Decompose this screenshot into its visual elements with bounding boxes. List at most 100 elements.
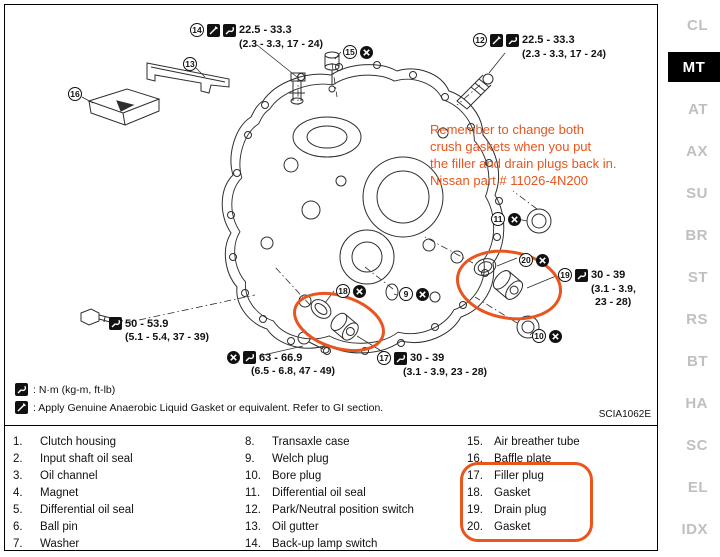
drain-plug-part (492, 270, 524, 300)
replace-mark-icon (536, 254, 549, 267)
handwritten-note: Remember to change both crush gaskets wh… (430, 121, 652, 189)
sidebar-item-ax[interactable]: AX (686, 142, 708, 160)
torque-icon (575, 269, 588, 282)
sidebar-item-st[interactable]: ST (687, 268, 708, 286)
baffle-plate-part (87, 88, 161, 126)
replace-mark-icon (353, 285, 366, 298)
callout-13: 13 (183, 57, 197, 71)
list-item: 19.Drain plug (467, 501, 580, 518)
callout-label-10: 10 (532, 329, 562, 343)
part-name: Park/Neutral position switch (272, 503, 414, 516)
part-number: 14. (245, 537, 261, 550)
part-number: 16. (467, 452, 483, 465)
liquid-gasket-icon (490, 34, 503, 47)
callout-label-11: 11 (491, 212, 521, 226)
liquid-gasket-icon (207, 24, 220, 37)
part-name: Magnet (40, 486, 79, 499)
part-name: Gasket (494, 486, 531, 499)
callout-label-9: 9 (399, 287, 429, 301)
sidebar-item-idx[interactable]: IDX (681, 521, 708, 539)
part-number: 15. (467, 435, 483, 448)
torque-subvalue: (2.3 - 3.3, 17 - 24) (239, 38, 324, 50)
note-line: crush gaskets when you put (430, 139, 592, 154)
part-name: Oil channel (40, 469, 98, 482)
list-item: 5.Differential oil seal (13, 501, 134, 518)
part-name: Air breather tube (494, 435, 580, 448)
part-name: Clutch housing (40, 435, 117, 448)
torque-icon (109, 317, 122, 330)
replace-mark-icon (549, 330, 562, 343)
list-item: 3.Oil channel (13, 467, 134, 484)
callout-18: 18 (336, 284, 350, 298)
part-number: 8. (245, 435, 255, 448)
part-number: 7. (13, 537, 23, 550)
sidebar-item-bt[interactable]: BT (687, 353, 708, 371)
sidebar-item-sc[interactable]: SC (686, 437, 708, 455)
list-item: 4. Magnet (13, 484, 134, 501)
part-number: 19. (467, 503, 483, 516)
part-name: Baffle plate (494, 452, 552, 465)
figure-code: SCIA1062E (598, 409, 651, 420)
callout-15: 15 (343, 45, 357, 59)
part-number: 4. (13, 486, 23, 499)
sidebar-item-cl[interactable]: CL (687, 16, 708, 34)
highlight-ellipse-drain-plug (455, 249, 563, 321)
sidebar-item-at[interactable]: AT (688, 100, 708, 118)
torque-subvalue: (3.1 - 3.9, 23 - 28) (403, 366, 488, 378)
sidebar-item-su[interactable]: SU (686, 184, 708, 202)
legend-text: : Apply Genuine Anaerobic Liquid Gasket … (33, 401, 384, 414)
list-item: 14.Back-up lamp switch (245, 535, 414, 552)
oil-gutter-part (146, 62, 230, 94)
parts-list-column-3: 15. Air breather tube 16. Baffle plate 17.… (467, 433, 580, 535)
torque-subvalue: (6.5 - 6.8, 47 - 49) (251, 365, 336, 377)
torque-subvalue: (2.3 - 3.3, 17 - 24) (522, 48, 607, 60)
torque-value: 50 - 53.9 (125, 317, 169, 330)
torque-icon (394, 352, 407, 365)
part-name: Gasket (494, 520, 531, 533)
torque-value: 22.5 - 33.3 (522, 34, 575, 46)
sidebar-item-rs[interactable]: RS (686, 311, 708, 328)
legend-text: : N·m (kg-m, ft-lb) (33, 383, 116, 396)
torque-icon (223, 24, 236, 37)
sidebar-item-mt[interactable]: MT (668, 52, 720, 83)
callout-12: 12 (473, 33, 487, 47)
note-line: Nissan part # 11026-4N200 (430, 173, 589, 188)
torque-label-63: 63 - 66.9 (6.5 - 6.8, 47 - 49) (227, 351, 335, 377)
divider (5, 425, 657, 426)
part-name: Differential oil seal (272, 486, 366, 499)
list-item: 12.Park/Neutral position switch (245, 501, 414, 518)
replace-mark-icon (360, 46, 373, 59)
list-item: 8.Transaxle case (245, 433, 414, 450)
list-item: 6.Ball pin (13, 518, 134, 535)
part-number: 1. (13, 435, 23, 448)
torque-icon (15, 383, 28, 396)
part-number: 10. (245, 469, 261, 482)
sidebar-item-br[interactable]: BR (685, 226, 708, 244)
welch-plug-part (385, 283, 399, 301)
gasket-20-part (473, 258, 497, 276)
liquid-gasket-icon (15, 401, 28, 414)
sidebar-item-ha[interactable]: HA (685, 395, 708, 413)
callout-label-20: 20 (519, 253, 549, 267)
callout-label-16: 16 (68, 84, 82, 102)
bore-plug-part (516, 315, 540, 339)
legend-gasket: : Apply Genuine Anaerobic Liquid Gasket … (15, 401, 383, 414)
parts-list-column-2: 8.Transaxle case 9.Welch plug 10.Bore pl… (245, 433, 414, 552)
torque-value: 30 - 39 (591, 269, 626, 281)
gasket-18-part (310, 299, 332, 319)
oil-seal-part (526, 208, 552, 234)
part-name: Bore plug (272, 469, 322, 482)
part-number: 17. (467, 469, 483, 482)
replace-mark-icon (508, 213, 521, 226)
callout-9: 9 (399, 287, 413, 301)
sidebar-item-el[interactable]: EL (687, 479, 708, 497)
note-line: the filler and drain plugs back in. (430, 156, 617, 171)
part-name: Washer (40, 537, 80, 550)
list-item: 2.Input shaft oil seal (13, 450, 134, 467)
replace-mark-icon (416, 288, 429, 301)
list-item: 1. Clutch housing (13, 433, 134, 450)
part-number: 2. (13, 452, 23, 465)
torque-label-50: 50 - 53.9 (5.1 - 5.4, 37 - 39) (109, 317, 209, 343)
torque-value: 63 - 66.9 (259, 351, 303, 364)
torque-label-14: 14 22.5 - 33.3 (2.3 - 3.3, 17 - 24) (190, 23, 323, 50)
